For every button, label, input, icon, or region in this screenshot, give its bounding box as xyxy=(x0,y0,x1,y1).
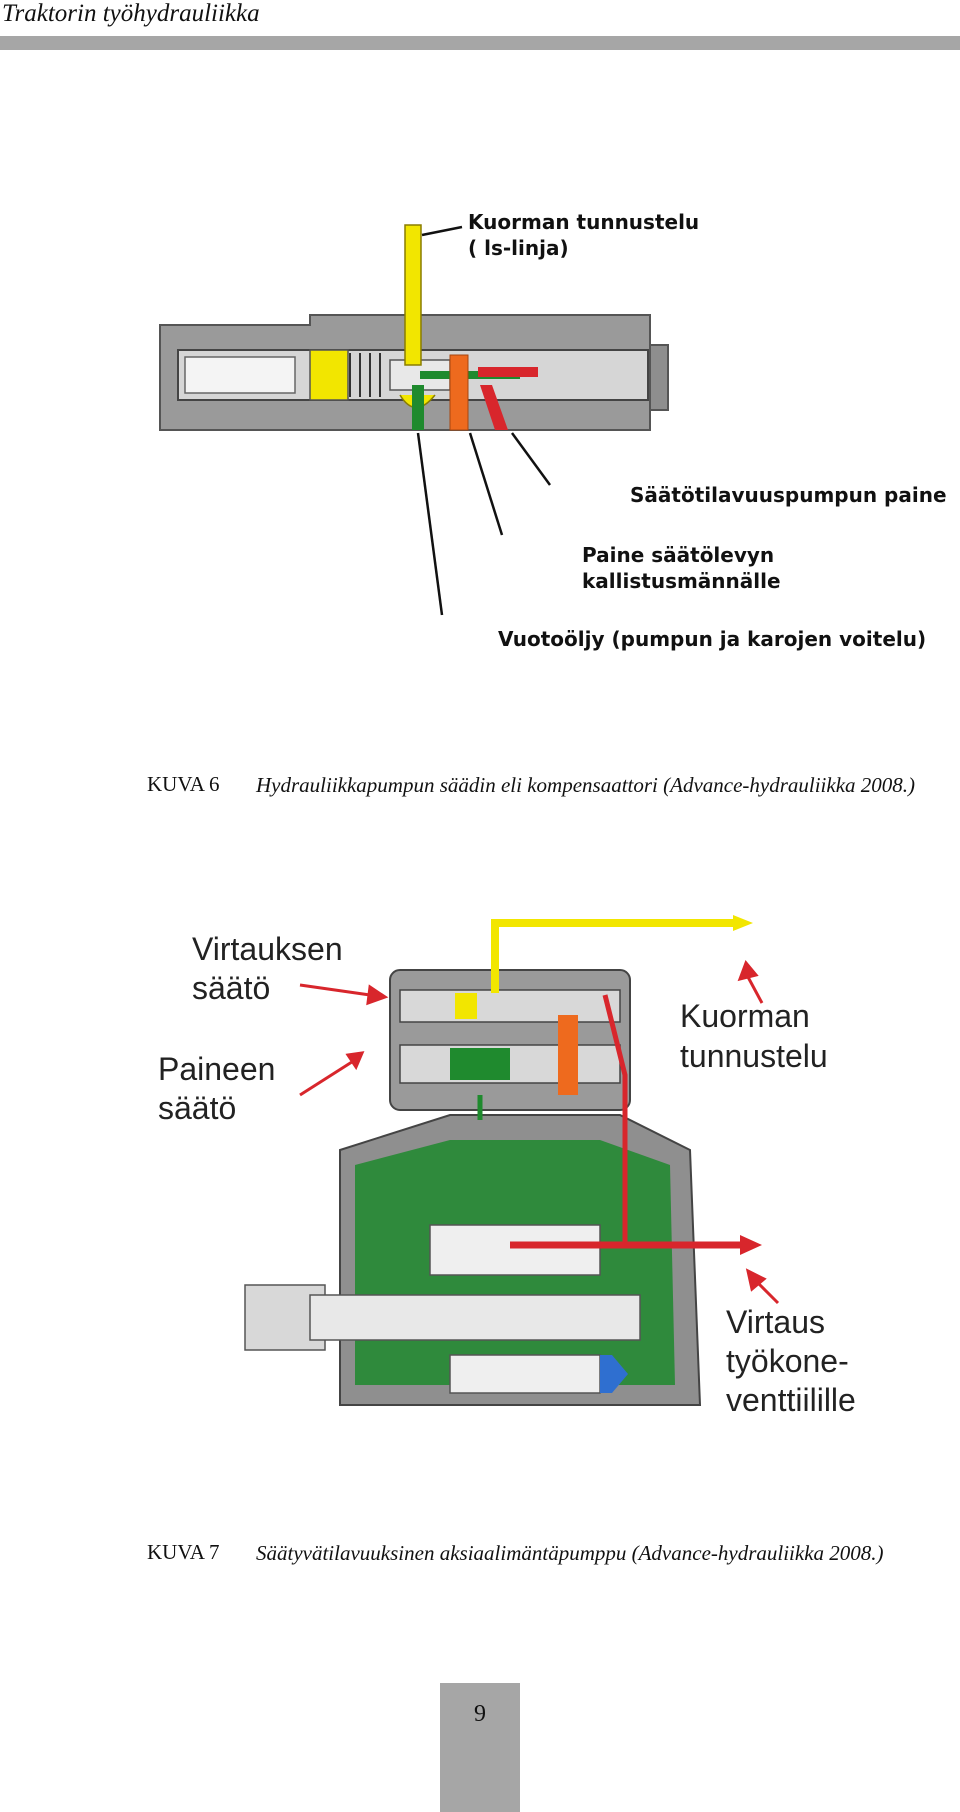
spring xyxy=(349,353,381,397)
adjuster-plug xyxy=(184,356,296,394)
label-pressure-control-1: Paineen xyxy=(158,1051,275,1087)
running-header: Traktorin työhydrauliikka xyxy=(2,0,260,27)
label-flow-control-1: Virtauksen xyxy=(192,931,343,967)
caption-number: KUVA 7 xyxy=(147,1540,220,1564)
orange-channel xyxy=(558,1015,578,1095)
green-drain xyxy=(412,385,424,430)
cylinder-block xyxy=(429,1224,601,1276)
caption-figure-6: KUVA 6 Hydrauliikkapumpun säädin eli kom… xyxy=(0,772,960,832)
green-passage xyxy=(420,371,520,379)
red-port xyxy=(480,385,508,430)
yellow-chamber xyxy=(309,349,349,401)
page-number: 9 xyxy=(474,1701,486,1727)
flow-spool-bore xyxy=(399,989,621,1023)
label-flow-out-1: Virtaus xyxy=(726,1304,825,1340)
label-ls-line: ( ls-linja) xyxy=(468,236,569,260)
label-load-sensing-2: tunnustelu xyxy=(680,1038,828,1074)
end-cap xyxy=(649,344,669,411)
label-flow-out-2: työkone- xyxy=(726,1343,849,1379)
piston-head xyxy=(600,1355,628,1393)
label-flow-out-3: venttiilille xyxy=(726,1382,856,1418)
pressure-spring xyxy=(450,1048,510,1080)
caption-text: Hydrauliikkapumpun säädin eli kompensaat… xyxy=(256,773,916,797)
yellow-spool xyxy=(455,993,477,1019)
label-flow-control-2: säätö xyxy=(192,970,270,1006)
figure-axial-pump: Virtauksen säätö Paineen säätö Kuorman t… xyxy=(150,915,880,1455)
label-leak-oil: Vuotoöljy (pumpun ja karojen voitelu) xyxy=(498,627,926,651)
drive-shaft xyxy=(309,1294,641,1341)
red-passage xyxy=(478,367,538,377)
header-rule xyxy=(0,36,960,50)
ls-arrowhead xyxy=(733,915,753,931)
red-pressure-line xyxy=(602,994,628,1245)
output-arrowhead xyxy=(740,1235,762,1255)
label-load-sensing-1: Kuorman xyxy=(680,998,810,1034)
page-number-box: 9 xyxy=(440,1683,520,1812)
caption-number: KUVA 6 xyxy=(147,772,220,796)
label-pump-pressure: Säätötilavuuspumpun paine xyxy=(630,483,947,507)
caption-figure-7: KUVA 7 Säätyvätilavuuksinen aksiaalimänt… xyxy=(0,1540,960,1570)
ls-riser xyxy=(491,923,499,993)
figure-compensator: Kuorman tunnustelu ( ls-linja) Säätötila… xyxy=(150,205,950,665)
ls-output-line xyxy=(491,919,733,933)
control-piston xyxy=(449,1354,601,1394)
label-pressure-control-2: säätö xyxy=(158,1090,236,1126)
label-load-sensing: Kuorman tunnustelu xyxy=(468,210,699,234)
orange-passage xyxy=(449,354,469,431)
ls-line xyxy=(404,224,422,366)
callout-lines xyxy=(416,225,552,616)
caption-text: Säätyvätilavuuksinen aksiaalimäntäpumppu… xyxy=(256,1541,884,1565)
pointer-arrows xyxy=(299,960,780,1305)
label-swash-pressure-1: Paine säätölevyn xyxy=(582,543,774,567)
compensator-diagram: Kuorman tunnustelu ( ls-linja) Säätötila… xyxy=(159,210,947,651)
axial-pump-diagram: Virtauksen säätö Paineen säätö Kuorman t… xyxy=(158,915,856,1418)
label-swash-pressure-2: kallistusmännälle xyxy=(582,569,781,593)
